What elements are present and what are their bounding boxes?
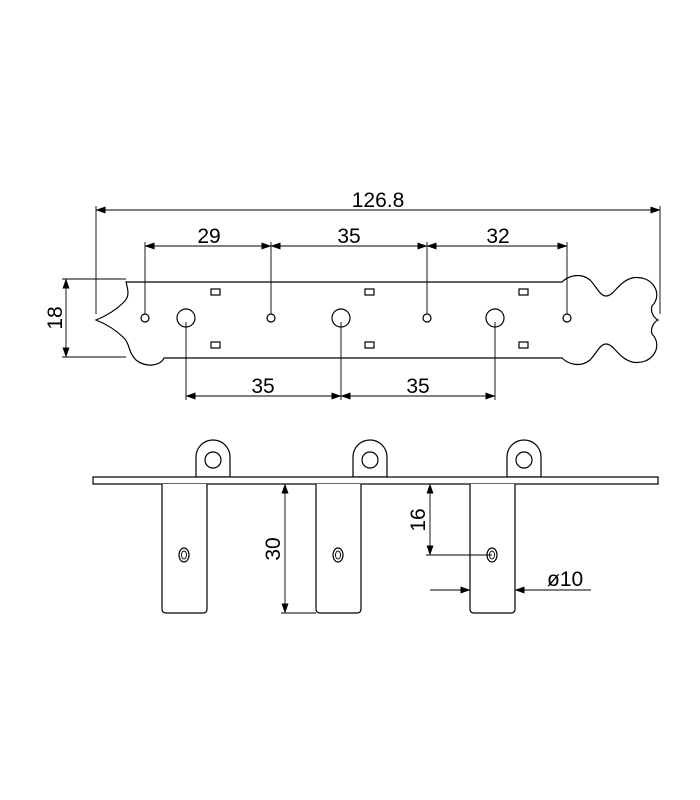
slot-3 — [364, 288, 375, 296]
slot-2 — [210, 341, 221, 349]
screw-hole-3 — [422, 313, 432, 323]
label-overall-length: 126.8 — [352, 189, 405, 212]
label-upper-middle-spacing: 35 — [337, 225, 360, 248]
top-view-dimensions — [62, 206, 661, 400]
screw-hole-2 — [266, 313, 276, 323]
post-hole-middle-side — [332, 547, 344, 563]
label-plate-height: 18 — [44, 306, 67, 329]
label-hole-offset: 16 — [407, 508, 430, 531]
label-post-diameter: ø10 — [547, 568, 583, 591]
screw-hole-4 — [562, 313, 572, 323]
side-bar — [92, 476, 659, 485]
label-upper-right-spacing: 32 — [486, 225, 509, 248]
lug-hole-right — [515, 451, 533, 469]
lug-hole-left — [204, 451, 222, 469]
slot-1 — [210, 288, 221, 296]
slot-5 — [518, 288, 529, 296]
lug-hole-middle — [361, 451, 379, 469]
post-hole-left-side — [178, 547, 190, 563]
slot-4 — [364, 341, 375, 349]
label-post-length: 30 — [262, 537, 285, 560]
side-view-dimensions — [281, 483, 591, 614]
label-upper-left-spacing: 29 — [197, 225, 220, 248]
slot-6 — [518, 341, 529, 349]
top-view — [94, 274, 660, 366]
screw-hole-1 — [140, 313, 150, 323]
label-lower-left-spacing: 35 — [251, 375, 274, 398]
plate-outline — [94, 274, 660, 366]
label-lower-right-spacing: 35 — [406, 375, 429, 398]
side-view — [92, 439, 659, 614]
